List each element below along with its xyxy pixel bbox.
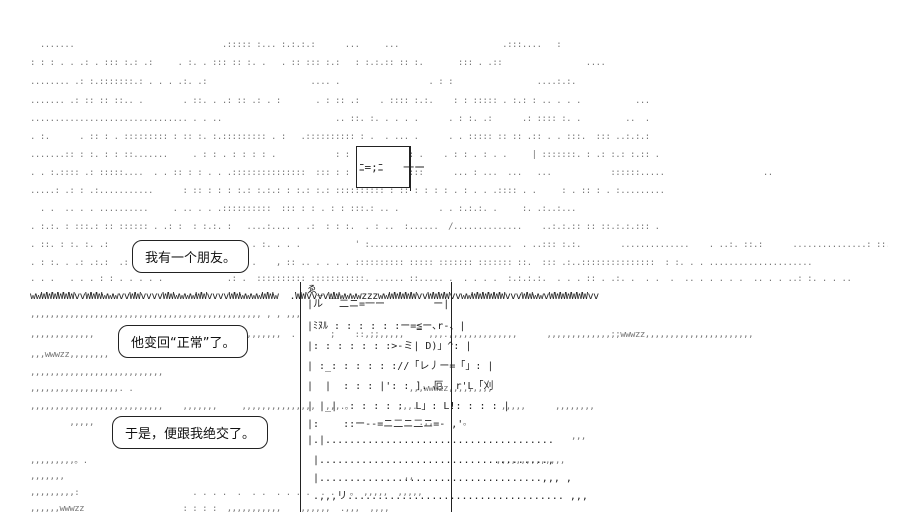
figure-line: |: : : : : : :>-ミ| D)」^: | <box>307 341 472 352</box>
art-row: . : :. . .: .:.: .: :: . . . :::: . , ::… <box>30 258 813 268</box>
bubble-text: 他变回“正常”了。 <box>131 336 236 351</box>
art-row: ,,,,,,,,,,,,,,,,,,,,,,,,,,,,,,,,,,,,,,,,… <box>30 310 301 320</box>
art-row: ,,,,,,,,,,,,,,,,,,,,,,,,,,, ,,,,,,, ,,,,… <box>30 402 595 412</box>
art-row: ,,,,,,,,,。. ,,,,,,,,,,,,,, <box>30 456 565 466</box>
figure-line: |: ::ー--=ニ二ニ二ニ=- ,' <box>307 419 464 430</box>
art-row: .......:: : :. : : ::....... . : : . : :… <box>30 150 660 160</box>
figure-line: |......................................, <box>307 455 554 466</box>
art-row: : : : . . .: . ::: :.: .: . :. . ::: :: … <box>30 58 606 68</box>
art-row: . . :.:::: .: :::::.... . . :: : : . . .… <box>30 168 773 178</box>
art-row-waves: wwWWWWWWvvWWWwwwvvWWvvvvWWwwwwWWvvvvWWww… <box>30 292 599 302</box>
art-row: ,,,,,,,,,,,,,,,,,,. . ,,,wwwzz,,,,,,,,, <box>30 384 493 394</box>
art-row: ,,,,,,,,,: . . . . . . . . . . . . . 。 ,… <box>30 488 423 498</box>
bubble-text: 于是，便跟我绝交了。 <box>125 427 256 442</box>
art-row: ,,,,,,,,,,,,,,,,,,,,,,,,,,, <box>30 368 591 378</box>
art-row: ....... .: :: :: ::.. . . ::. . .: :: .:… <box>30 96 650 106</box>
art-row: ,,, <box>30 432 586 442</box>
art-row: .....: .: : .:........... : :: : : : :.:… <box>30 186 665 196</box>
figure-line: | :_: : : : : ://「レ丿ー=「」: | <box>307 361 494 372</box>
art-row: ........ .: :.:::::::.: . . . .:. .: ...… <box>30 77 576 87</box>
figure-line: | |_| : : : : : L」: L!: : : : | <box>307 401 510 412</box>
window-post <box>410 146 411 191</box>
figure-line: ゑ_ <box>307 285 324 296</box>
figure-line: |ル ￣二ニ=一ー ー| <box>307 299 450 310</box>
window-frame: ﾆ=;ﾆ 一ー <box>356 146 425 188</box>
art-row: ,,,,,,, ,, <box>30 472 414 482</box>
figure-line: |.....................................,,… <box>307 473 572 484</box>
figure-line: |.|.....................................… <box>307 435 554 446</box>
speech-bubble-2: 他变回“正常”了。 <box>118 325 249 358</box>
speech-bubble-1: 我有一个朋友。 <box>132 240 250 273</box>
speech-bubble-3: 于是，便跟我绝交了。 <box>112 416 269 449</box>
art-row: . . .. . . .......... . .. . . .::::::::… <box>30 204 577 214</box>
figure-line: | | : : : |': : ]. 厄 r'L「刈 <box>307 381 494 392</box>
bubble-text: 我有一个朋友。 <box>145 251 237 266</box>
art-row: ................................ . . .. … <box>30 114 650 124</box>
art-row: ....... .::::: :... :.:.:.: ... ... .:::… <box>30 40 562 50</box>
art-row: . . . . . . : : . . . . . .: . :::::::::… <box>30 274 852 284</box>
art-row: ,,,,,,wwwzz : : : : ,,,,,,,,,,, ,,,,,, .… <box>30 504 390 514</box>
window-glyphs: ﾆ=;ﾆ 一ー <box>359 161 426 174</box>
art-row: . ::. : :. :. .: . :. . . . . :. . . . '… <box>30 240 888 250</box>
art-row: . :.:. : :::.: :: :::::: . .: : : :.:. :… <box>30 222 660 232</box>
art-row: ,,,,, .,, 。 <box>69 418 472 428</box>
figure-line: .,,,リ...................................… <box>307 491 588 502</box>
character-figure: ゑ_ |ル ￣二ニ=一ー ー| |ﾐﾇﾙ : : : : : :ー=≦ー､r‐、… <box>300 282 588 512</box>
figure-line: |ﾐﾇﾙ : : : : : :ー=≦ー､r‐、| <box>307 321 466 332</box>
art-row: . :. . :: : . ::::::::: : :: :. :.::::::… <box>30 132 650 142</box>
art-row: ,,,wwwzz,,,,,,,, <box>30 350 596 360</box>
